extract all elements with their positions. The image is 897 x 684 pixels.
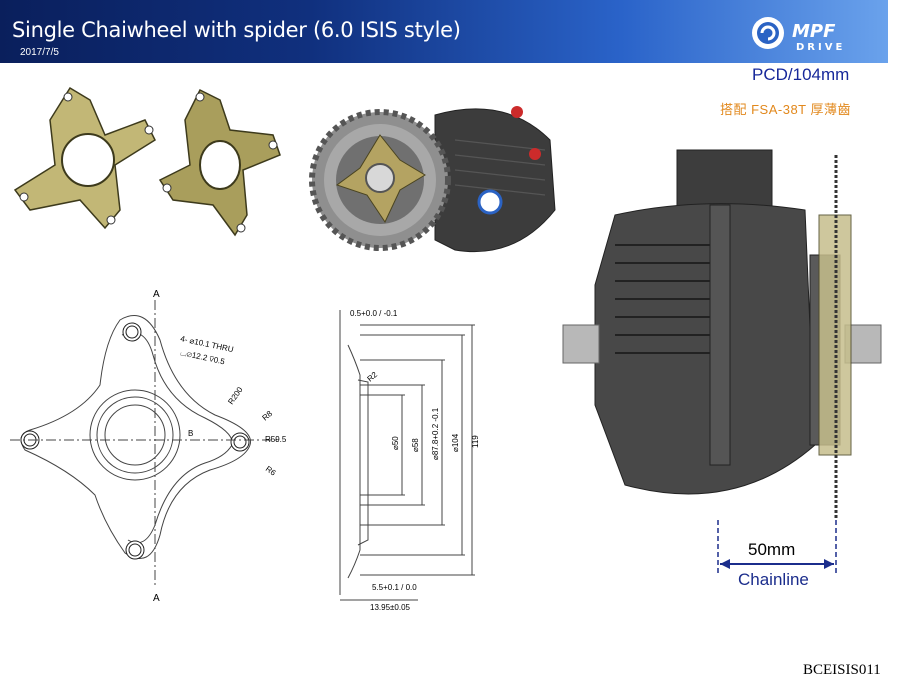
document-id: BCEISIS011 <box>803 662 881 678</box>
width-dimension: 13.95±0.05 <box>370 603 411 612</box>
r200-label: R200 <box>226 385 245 406</box>
d50-label: ⌀50 <box>391 436 400 450</box>
d87-label: ⌀87.8+0.2 -0.1 <box>431 407 440 460</box>
title-bar: Single Chaiwheel with spider (6.0 ISIS s… <box>0 0 888 63</box>
date-label: 2017/7/5 <box>20 47 59 58</box>
page-title: Single Chaiwheel with spider (6.0 ISIS s… <box>12 18 461 42</box>
d119-label: 119 <box>471 435 480 448</box>
r8-label: R8 <box>261 409 275 423</box>
svg-text:DRIVE: DRIVE <box>796 42 845 53</box>
d104-label: ⌀104 <box>451 433 460 452</box>
spider-front-drawing: A A 4- ⌀10.1 THRU ⌴⌀12.2 ⊽0.5 R200 R8 R5… <box>10 289 287 604</box>
chainring-pairing-note: 搭配 FSA-38T 厚薄齒 <box>720 102 852 117</box>
section-mark-bottom: A <box>153 593 160 604</box>
motor-with-chainring-render <box>309 106 556 253</box>
r6-label: R6 <box>264 464 278 478</box>
center-b-label: B <box>188 429 193 438</box>
r59-label: R59.5 <box>265 435 287 444</box>
top-tolerance: 0.5+0.0 / -0.1 <box>350 309 398 318</box>
bottom-tolerance: 5.5+0.1 / 0.0 <box>372 583 417 592</box>
spider-section-drawing: 0.5+0.0 / -0.1 R2 ⌀50 ⌀58 ⌀87.8+0.2 -0.1… <box>339 309 480 612</box>
d58-label: ⌀58 <box>411 438 420 452</box>
chainline-label: Chainline <box>738 570 809 589</box>
section-mark-top: A <box>153 289 160 300</box>
pcd-label: PCD/104mm <box>752 65 850 84</box>
chainline-value: 50mm <box>748 540 796 559</box>
spider-render-front <box>13 86 156 230</box>
chainline-dimension <box>717 520 837 576</box>
mpf-drive-logo: MPF DRIVE <box>752 17 845 53</box>
spider-render-angled <box>158 88 281 237</box>
motor-side-view-render <box>562 149 882 520</box>
svg-text:MPF: MPF <box>792 21 836 42</box>
